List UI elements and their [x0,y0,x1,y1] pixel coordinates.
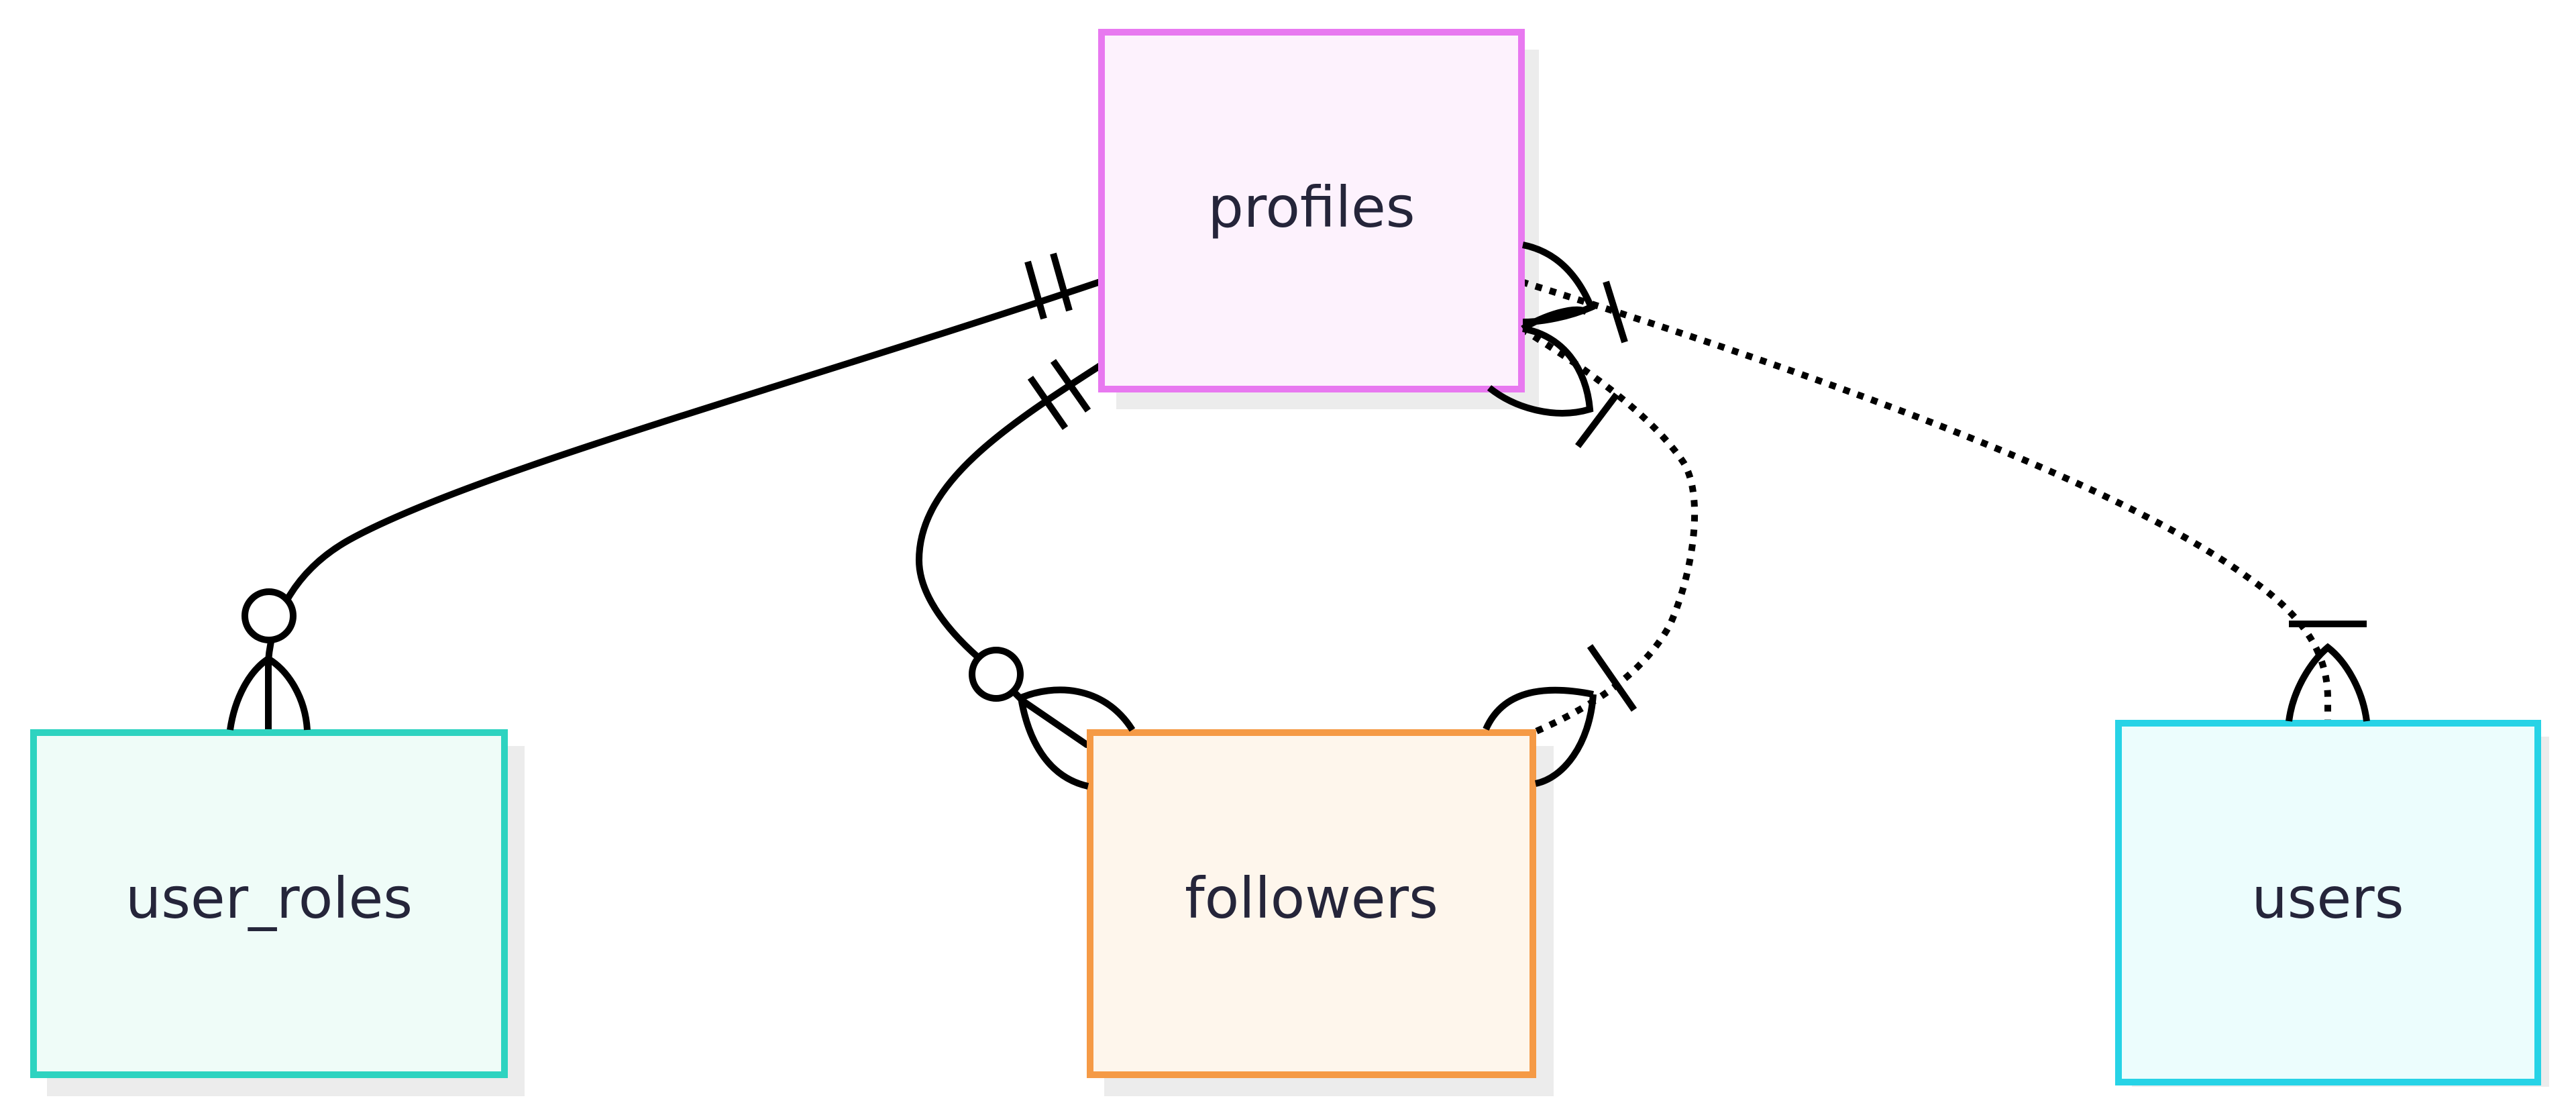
profiles-entity[interactable] [1098,29,1525,392]
zero-or-many-marker-followers-left [969,647,1136,790]
followers-entity[interactable] [1087,729,1536,1078]
edge-profiles-followers-solid [915,362,1104,748]
zero-or-many-marker-user-roles [227,588,311,731]
followers-label: followers [1185,865,1438,931]
one-or-many-marker-profiles-right [1521,242,1628,343]
profiles-label: profiles [1208,174,1415,240]
one-or-many-marker-followers-right [1483,644,1638,787]
users-label: users [2252,865,2404,931]
one-or-many-marker-users [2286,621,2370,722]
exactly-one-marker-profiles-followers [1027,359,1091,430]
edge-profiles-users-dotted [1520,278,2331,728]
user-roles-label: user_roles [125,865,413,931]
users-entity[interactable] [2115,720,2541,1085]
exactly-one-marker-profiles-user-roles [1024,252,1073,320]
user-roles-entity[interactable] [30,729,508,1078]
